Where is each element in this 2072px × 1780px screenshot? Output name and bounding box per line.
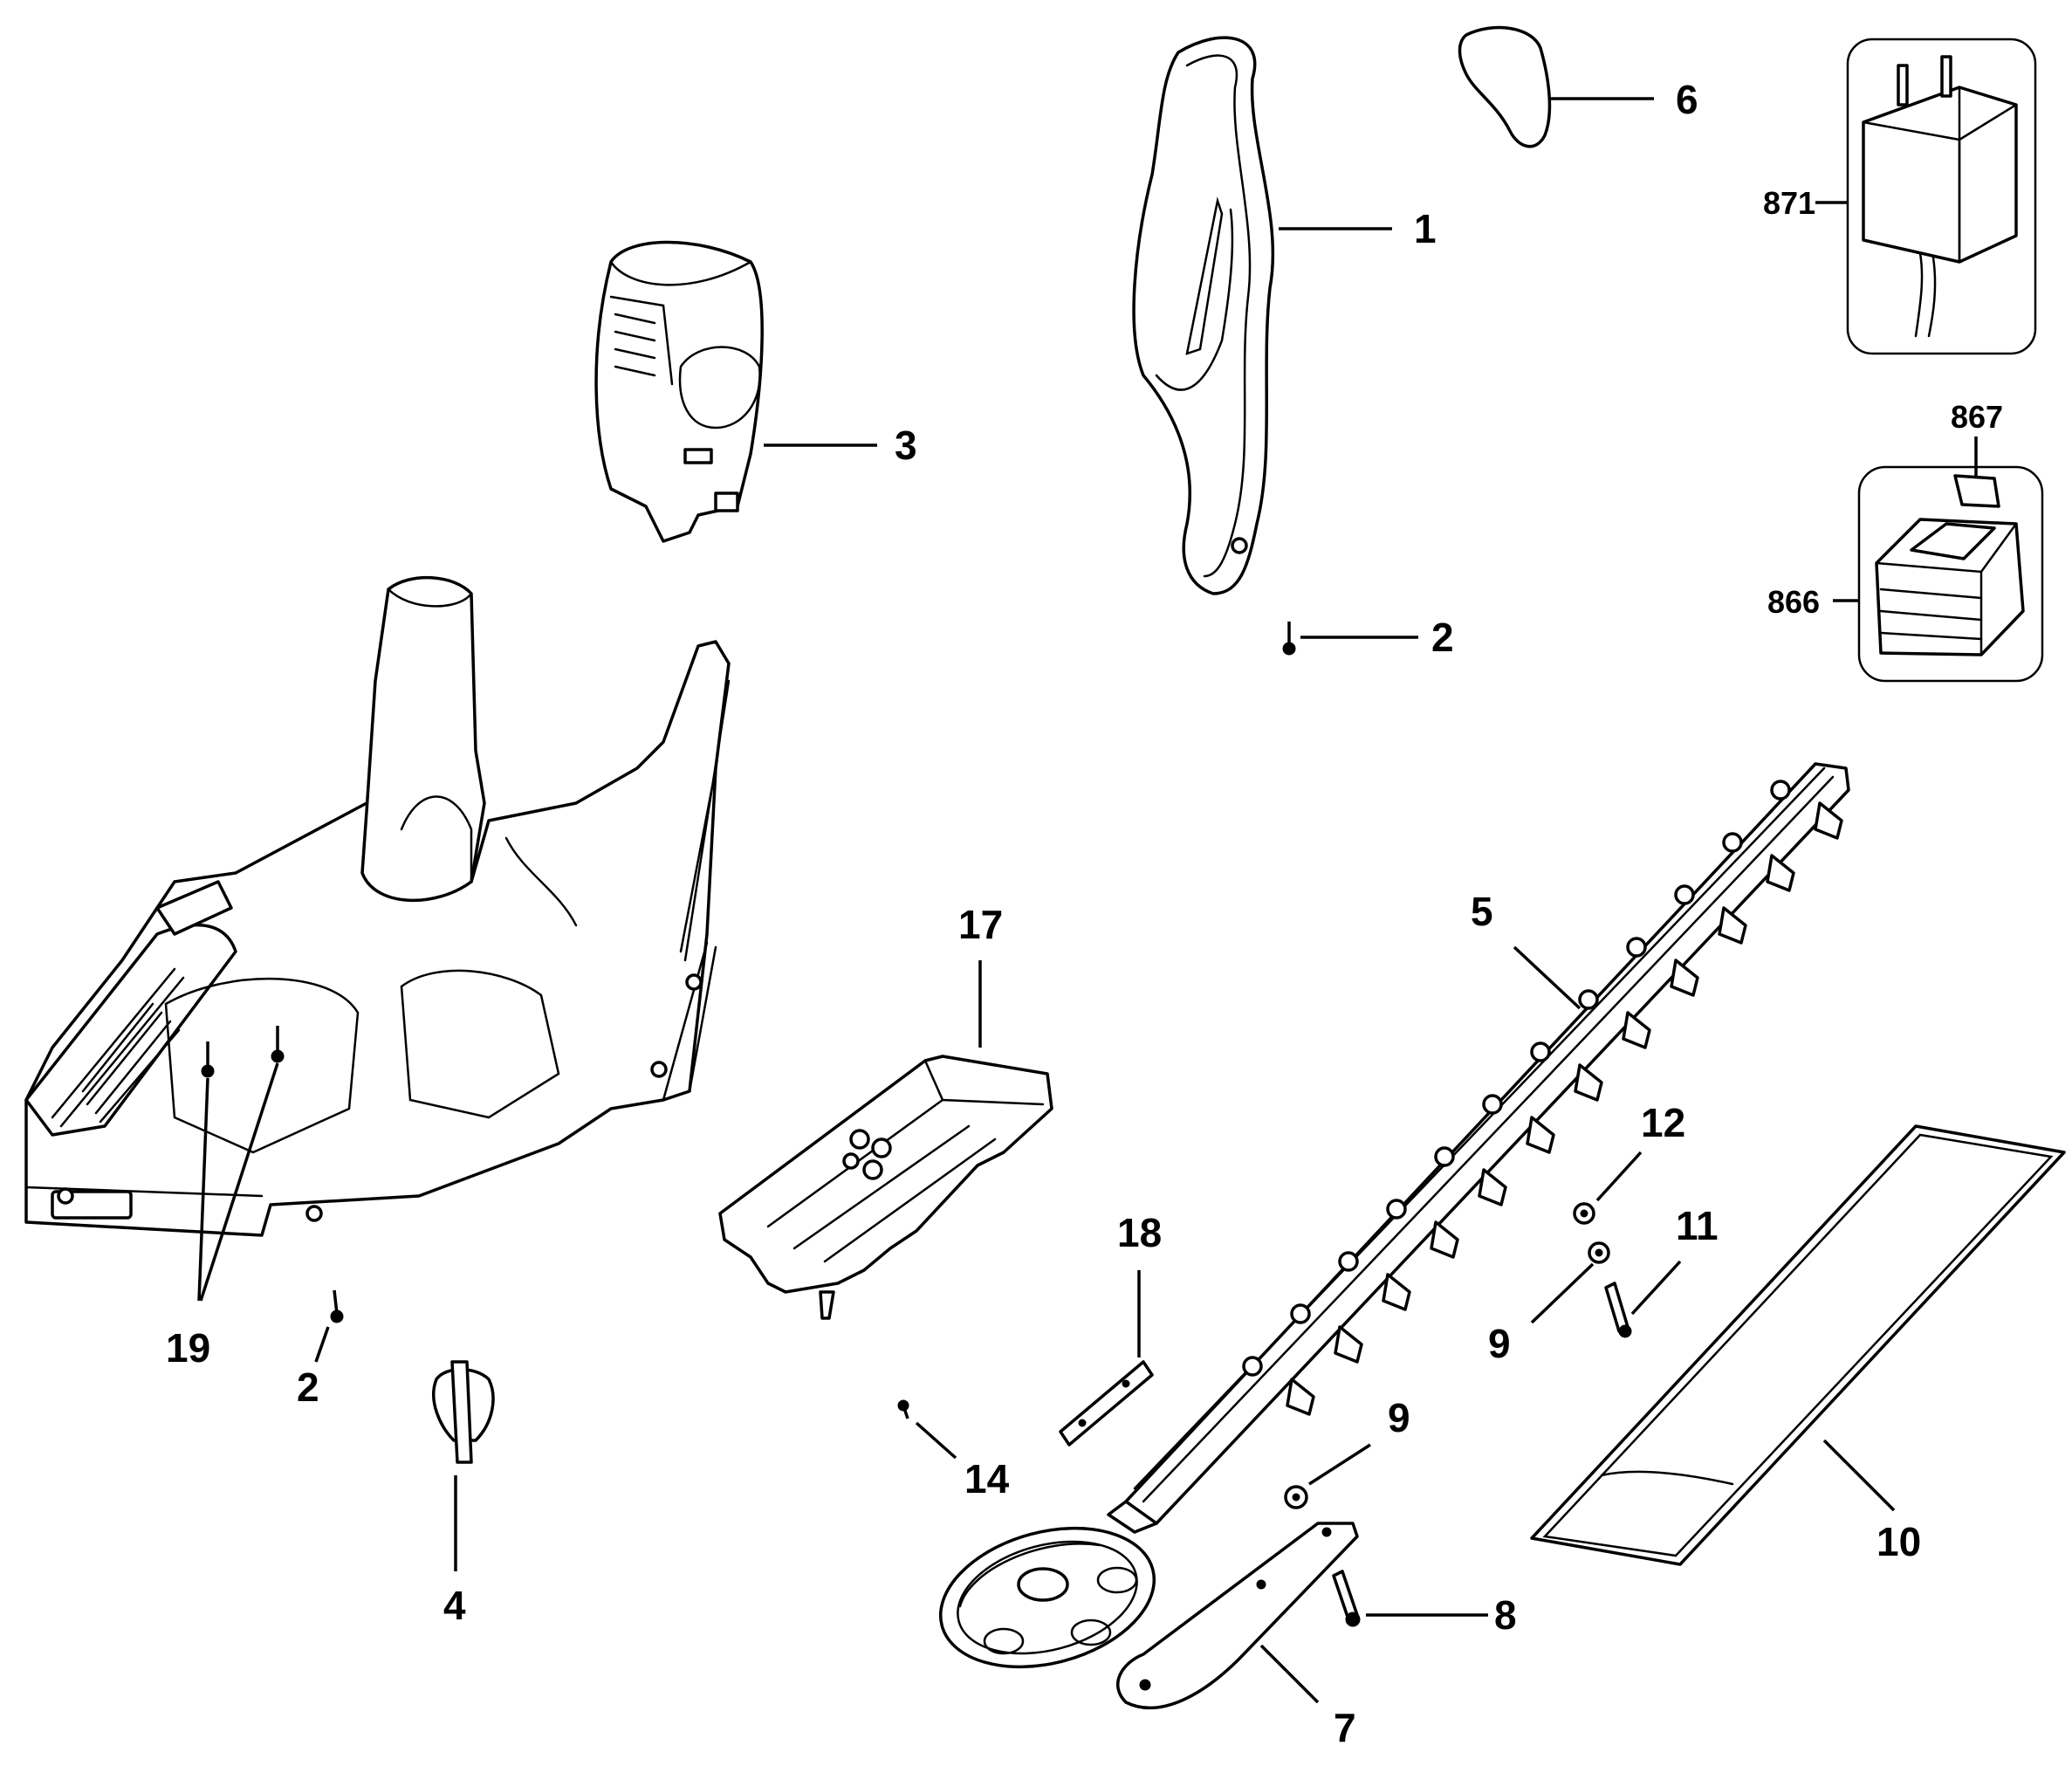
part-10-blade-sheath bbox=[1530, 1124, 2066, 1566]
callout-6: 6 bbox=[1676, 77, 1698, 122]
leader-5 bbox=[1513, 945, 1581, 1010]
callout-9-upper: 9 bbox=[1488, 1321, 1511, 1366]
part-11-bolt bbox=[1604, 1282, 1632, 1338]
callout-2-upper: 2 bbox=[1431, 615, 1454, 660]
leader-19-a bbox=[197, 1077, 209, 1302]
callout-7: 7 bbox=[1334, 1705, 1356, 1750]
part-9-washer-upper bbox=[1588, 1241, 1610, 1264]
callout-8: 8 bbox=[1494, 1592, 1517, 1638]
leader-19-b bbox=[199, 1062, 279, 1302]
callout-871: 871 bbox=[1763, 185, 1815, 221]
part-18-plate bbox=[1059, 1360, 1154, 1447]
part-866-battery bbox=[1875, 518, 2025, 656]
callout-14: 14 bbox=[964, 1456, 1010, 1502]
callout-4: 4 bbox=[443, 1583, 466, 1628]
callout-10: 10 bbox=[1876, 1519, 1921, 1564]
leader-9-upper bbox=[1530, 1262, 1595, 1324]
part-2-screw-upper bbox=[1282, 622, 1296, 656]
leader-7 bbox=[1259, 1644, 1320, 1704]
callout-17: 17 bbox=[958, 902, 1003, 947]
part-17-gear-housing bbox=[718, 1055, 1053, 1320]
blade-teeth bbox=[1242, 780, 1843, 1416]
part-4-switch-knob bbox=[432, 1360, 495, 1464]
part-12-nut bbox=[1573, 1202, 1595, 1225]
leader-2-lower bbox=[314, 1326, 330, 1363]
part-6-pad bbox=[1458, 25, 1552, 148]
callout-12: 12 bbox=[1641, 1100, 1685, 1145]
part-9-washer-lower bbox=[1284, 1485, 1308, 1509]
part-2-screw-lower bbox=[330, 1289, 344, 1323]
part-main-housing bbox=[24, 575, 731, 1237]
part-1-handle-cover bbox=[1132, 36, 1275, 595]
part-19-screws bbox=[201, 1026, 285, 1078]
callout-5: 5 bbox=[1471, 889, 1493, 934]
part-5-blade bbox=[938, 762, 1850, 1669]
leader-12 bbox=[1595, 1151, 1643, 1202]
part-14-screw bbox=[897, 1399, 909, 1419]
callout-11: 11 bbox=[1676, 1203, 1719, 1248]
callout-2-lower: 2 bbox=[297, 1364, 319, 1410]
part-3-front-grip bbox=[594, 240, 764, 543]
leader-10 bbox=[1822, 1439, 1896, 1512]
part-867-clip bbox=[1953, 474, 2000, 508]
callout-867: 867 bbox=[1951, 399, 2003, 435]
leader-9-lower bbox=[1308, 1443, 1371, 1486]
part-871-charger bbox=[1862, 55, 2018, 338]
part-8-bolt bbox=[1332, 1570, 1361, 1627]
callout-19: 19 bbox=[166, 1325, 210, 1371]
callout-1: 1 bbox=[1414, 206, 1437, 251]
callout-18: 18 bbox=[1117, 1210, 1162, 1255]
callout-9-lower: 9 bbox=[1388, 1395, 1410, 1440]
part-7-link-arm bbox=[1116, 1522, 1359, 1710]
callout-3: 3 bbox=[895, 423, 917, 468]
leader-14 bbox=[915, 1421, 957, 1460]
leader-11 bbox=[1630, 1260, 1682, 1316]
callout-866: 866 bbox=[1767, 584, 1820, 620]
